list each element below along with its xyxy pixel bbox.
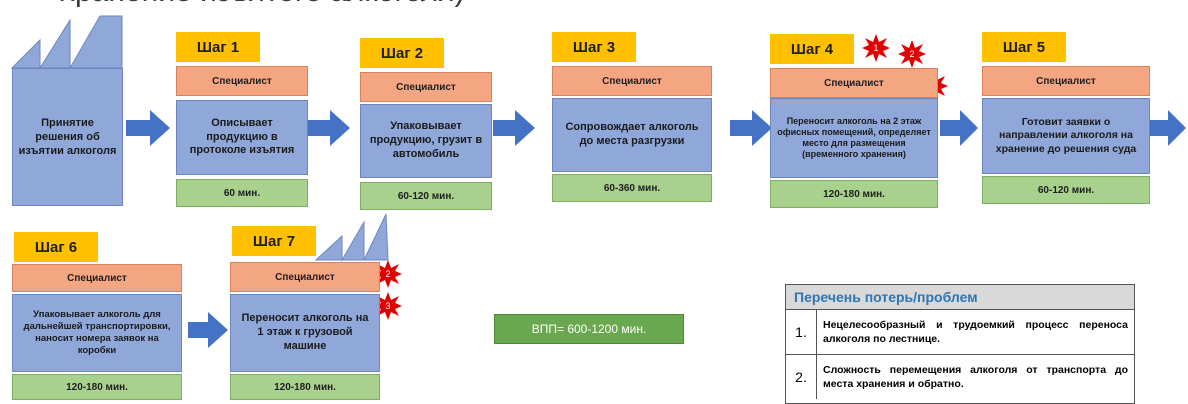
step-5-desc: Готовит заявки о направлении алкоголя на… (982, 98, 1150, 174)
step-1-label: Шаг 1 (176, 32, 260, 62)
step-6-desc: Упаковывает алкоголь для дальнейшей тран… (12, 294, 182, 372)
flow-arrow (730, 110, 772, 146)
step-3-role: Специалист (552, 66, 712, 96)
step-1-desc: Описывает продукцию в протоколе изъятия (176, 100, 308, 175)
problem-number: 2. (786, 355, 817, 399)
problem-text: Нецелесообразный и трудоемкий процесс пе… (823, 318, 1128, 345)
step-6-role: Специалист (12, 264, 182, 292)
header-title-fragment: хранение изъятого алкоголя) (60, 0, 700, 14)
factory-icon-step7 (314, 213, 389, 262)
problem-number: 1. (786, 310, 817, 354)
flow-arrow (308, 110, 350, 146)
total-lead-time: ВПП= 600-1200 мин. (494, 314, 684, 344)
flow-arrow (493, 110, 535, 146)
step-3-time: 60-360 мин. (552, 174, 712, 202)
problems-table-row: 1. Нецелесообразный и трудоемкий процесс… (786, 310, 1134, 355)
marker-label: 2 (385, 269, 391, 279)
problems-table-row: 2. Сложность перемещения алкоголя от тра… (786, 355, 1134, 399)
problems-table-title: Перечень потерь/проблем (786, 285, 1134, 310)
step-4-role: Специалист (770, 68, 938, 98)
step-4-desc: Переносит алкоголь на 2 этаж офисных пом… (770, 98, 938, 178)
problems-table: Перечень потерь/проблем 1. Нецелесообраз… (785, 284, 1135, 404)
step-7-desc: Переносит алкоголь на 1 этаж к грузовой … (230, 294, 380, 372)
step-2-label: Шаг 2 (360, 38, 444, 68)
step-6-label: Шаг 6 (14, 232, 98, 262)
step-2-role: Специалист (360, 72, 492, 102)
marker-label: 3 (385, 301, 391, 311)
step-2-time: 60-120 мин. (360, 182, 492, 210)
start-box: Принятие решения об изъятии алкоголя (12, 68, 123, 206)
step-3-desc: Сопровождает алкоголь до места разгрузки (552, 98, 712, 172)
flow-arrow (188, 312, 228, 348)
step-7-role: Специалист (230, 262, 380, 292)
step-5-time: 60-120 мин. (982, 176, 1150, 204)
step-4-time: 120-180 мин. (770, 180, 938, 208)
step-7-time: 120-180 мин. (230, 374, 380, 400)
factory-icon (10, 15, 123, 70)
marker-label: 2 (909, 49, 915, 59)
step-2-desc: Упаковывает продукцию, грузит в автомоби… (360, 104, 492, 178)
step-6-time: 120-180 мин. (12, 374, 182, 400)
step-1-role: Специалист (176, 66, 308, 96)
step-4-label: Шаг 4 (770, 34, 854, 64)
marker-label: 1 (873, 43, 879, 53)
step-3-label: Шаг 3 (552, 32, 636, 62)
step-5-role: Специалист (982, 66, 1150, 96)
flow-arrow (940, 110, 978, 146)
flow-arrow (126, 110, 170, 146)
step-5-label: Шаг 5 (982, 32, 1066, 62)
flow-arrow (1150, 110, 1186, 146)
problem-text: Сложность перемещения алкоголя от трансп… (823, 363, 1128, 390)
step-7-label: Шаг 7 (232, 226, 316, 256)
step-1-time: 60 мин. (176, 179, 308, 207)
